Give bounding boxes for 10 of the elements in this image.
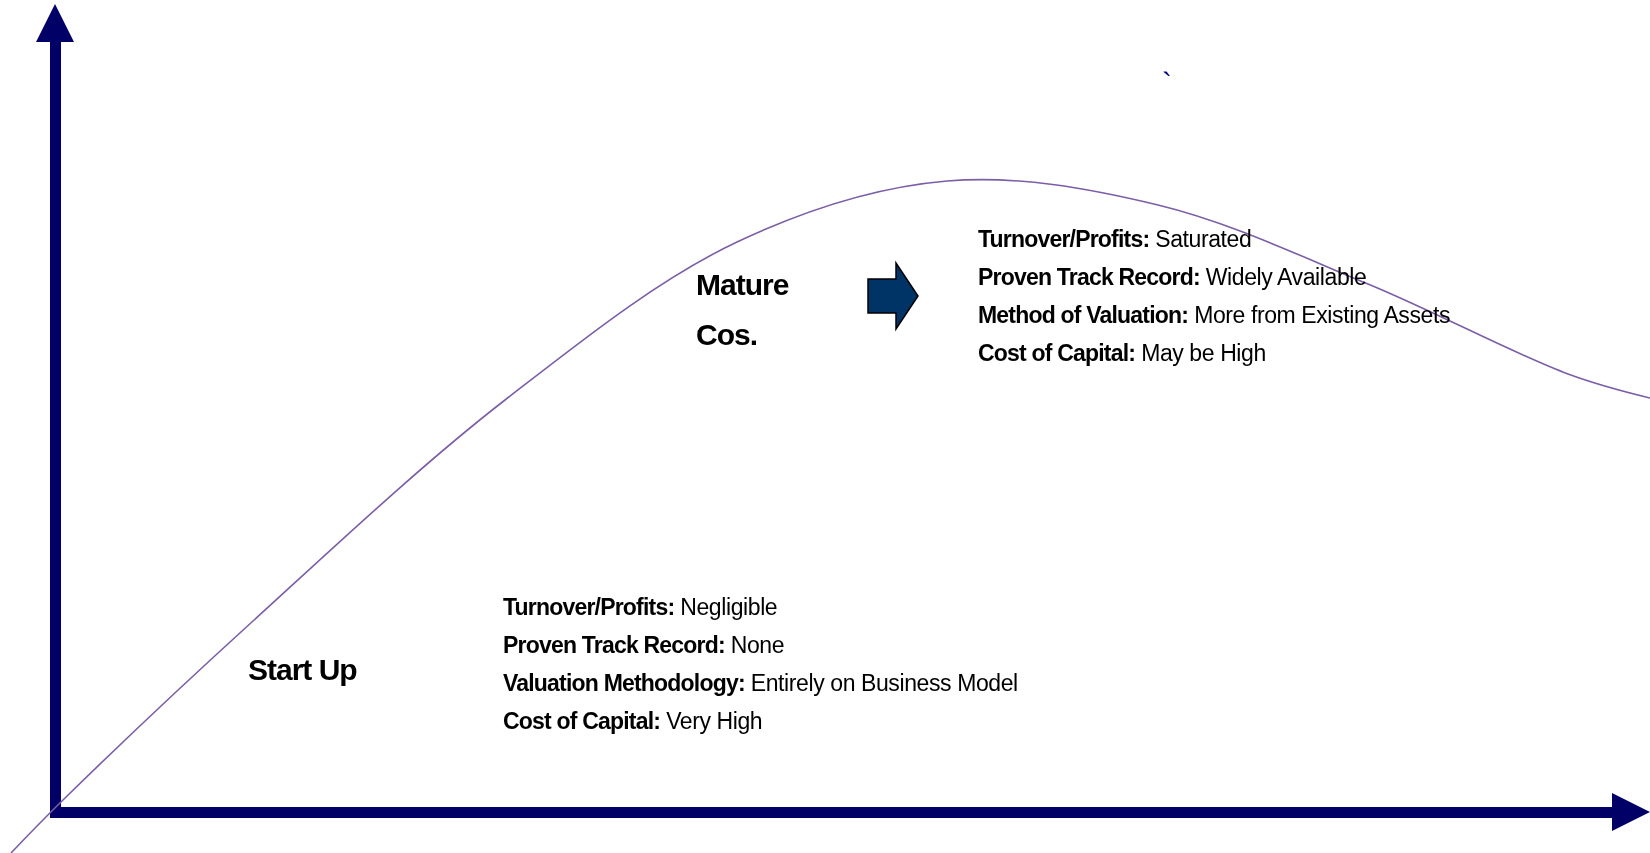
stage-attribute: Turnover/Profits: Saturated [978,225,1253,254]
stage-attribute: Turnover/Profits: Negligible [503,593,779,622]
stage-label: Start Up [248,652,358,688]
stage-label: Mature Cos. [696,267,790,353]
stage-attribute: Proven Track Record: None [503,631,786,660]
block-arrow [867,260,919,332]
stage-attribute: Cost of Capital: May be High [978,339,1267,368]
stray-mark: ` [1162,66,1172,100]
stage-attribute: Cost of Capital: Very High [503,707,764,736]
stage-attribute: Valuation Methodology: Entirely on Business Model [503,669,1019,698]
